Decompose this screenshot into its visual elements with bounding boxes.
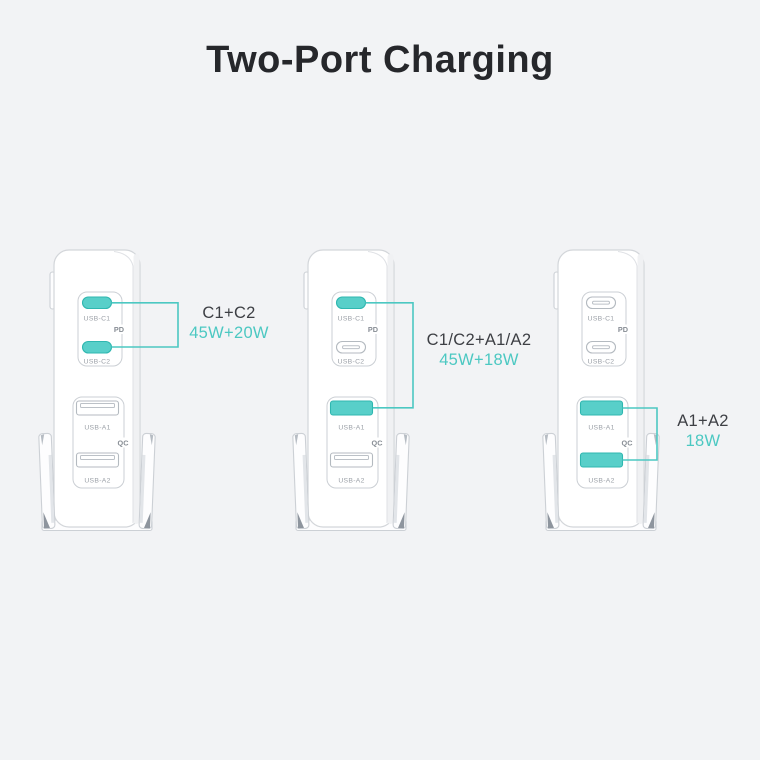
pd-label-backing [616,324,630,334]
usb-a-section: USB-A1 QC USB-A2 [326,396,384,489]
callout-power-label: 45W+18W [439,351,519,369]
body-edge-line [367,251,388,523]
usb-c1-label: USB-C1 [84,316,111,323]
usb-a-section: USB-A1 QC USB-A2 [72,396,130,489]
usb-a2-label: USB-A2 [84,478,110,485]
pd-label: PD [368,325,378,334]
stand-left-arm [38,432,56,530]
callout-a1-a2: A1+A2 18W [658,411,748,451]
body-side-shade [637,254,644,524]
qc-label-backing [370,437,384,448]
charger-illustration-3: USB-C1 PD USB-C2 USB-A1 QC USB-A2 [542,249,660,532]
callout-power-label: 45W+20W [189,324,269,342]
usb-c1-label: USB-C1 [588,316,615,323]
body-edge-line [113,251,134,523]
usb-c1-port [81,296,113,310]
usb-a2-port-tongue [334,455,369,460]
callout-combo-label: C1+C2 [202,304,256,322]
usb-c2-label: USB-C2 [588,359,615,366]
usb-c1-port [335,296,367,310]
usb-c1-label: USB-C1 [338,316,365,323]
usb-a1-label: USB-A1 [588,425,614,432]
usb-c2-label: USB-C2 [84,359,111,366]
usb-c1-port-tongue [592,300,610,305]
callout-c1c2-a1a2: C1/C2+A1/A2 45W+18W [419,330,539,370]
body-side-shade [387,254,394,524]
callout-power-label: 18W [685,432,721,450]
qc-label: QC [622,439,634,448]
stand-right-arm [138,432,156,530]
page-title: Two-Port Charging [206,39,554,81]
usb-c-section: USB-C1 PD USB-C2 [581,291,630,367]
body-edge-line [617,251,638,523]
qc-label-backing [116,437,130,448]
usb-a2-label: USB-A2 [588,478,614,485]
qc-label: QC [118,439,130,448]
usb-c2-port-tongue [592,345,610,350]
charger-illustration-2: USB-C1 PD USB-C2 USB-A1 QC USB-A2 [292,249,410,532]
body-side-shade [133,254,140,524]
usb-a1-port-tongue [80,403,115,408]
stand-right-arm [642,432,660,530]
usb-c1-port [585,296,617,310]
pd-label: PD [618,325,628,334]
charger-illustration-1: USB-C1 PD USB-C2 USB-A1 QC USB-A2 [38,249,156,532]
usb-c2-port [335,340,367,354]
stand-right-arm [392,432,410,530]
usb-c2-port-tongue [342,345,360,350]
callout-combo-label: C1/C2+A1/A2 [426,331,532,349]
usb-a2-label: USB-A2 [338,478,364,485]
usb-a2-port-tongue [80,455,115,460]
stand-left-arm [292,432,310,530]
pd-label: PD [114,325,124,334]
usb-a1-label: USB-A1 [338,425,364,432]
usb-c2-port [81,340,113,354]
usb-a1-label: USB-A1 [84,425,110,432]
callout-combo-label: A1+A2 [677,412,729,430]
qc-label: QC [372,439,384,448]
usb-c2-label: USB-C2 [338,359,365,366]
callout-c1-c2: C1+C2 45W+20W [179,303,279,343]
usb-c2-port [585,340,617,354]
stand-left-arm [542,432,560,530]
